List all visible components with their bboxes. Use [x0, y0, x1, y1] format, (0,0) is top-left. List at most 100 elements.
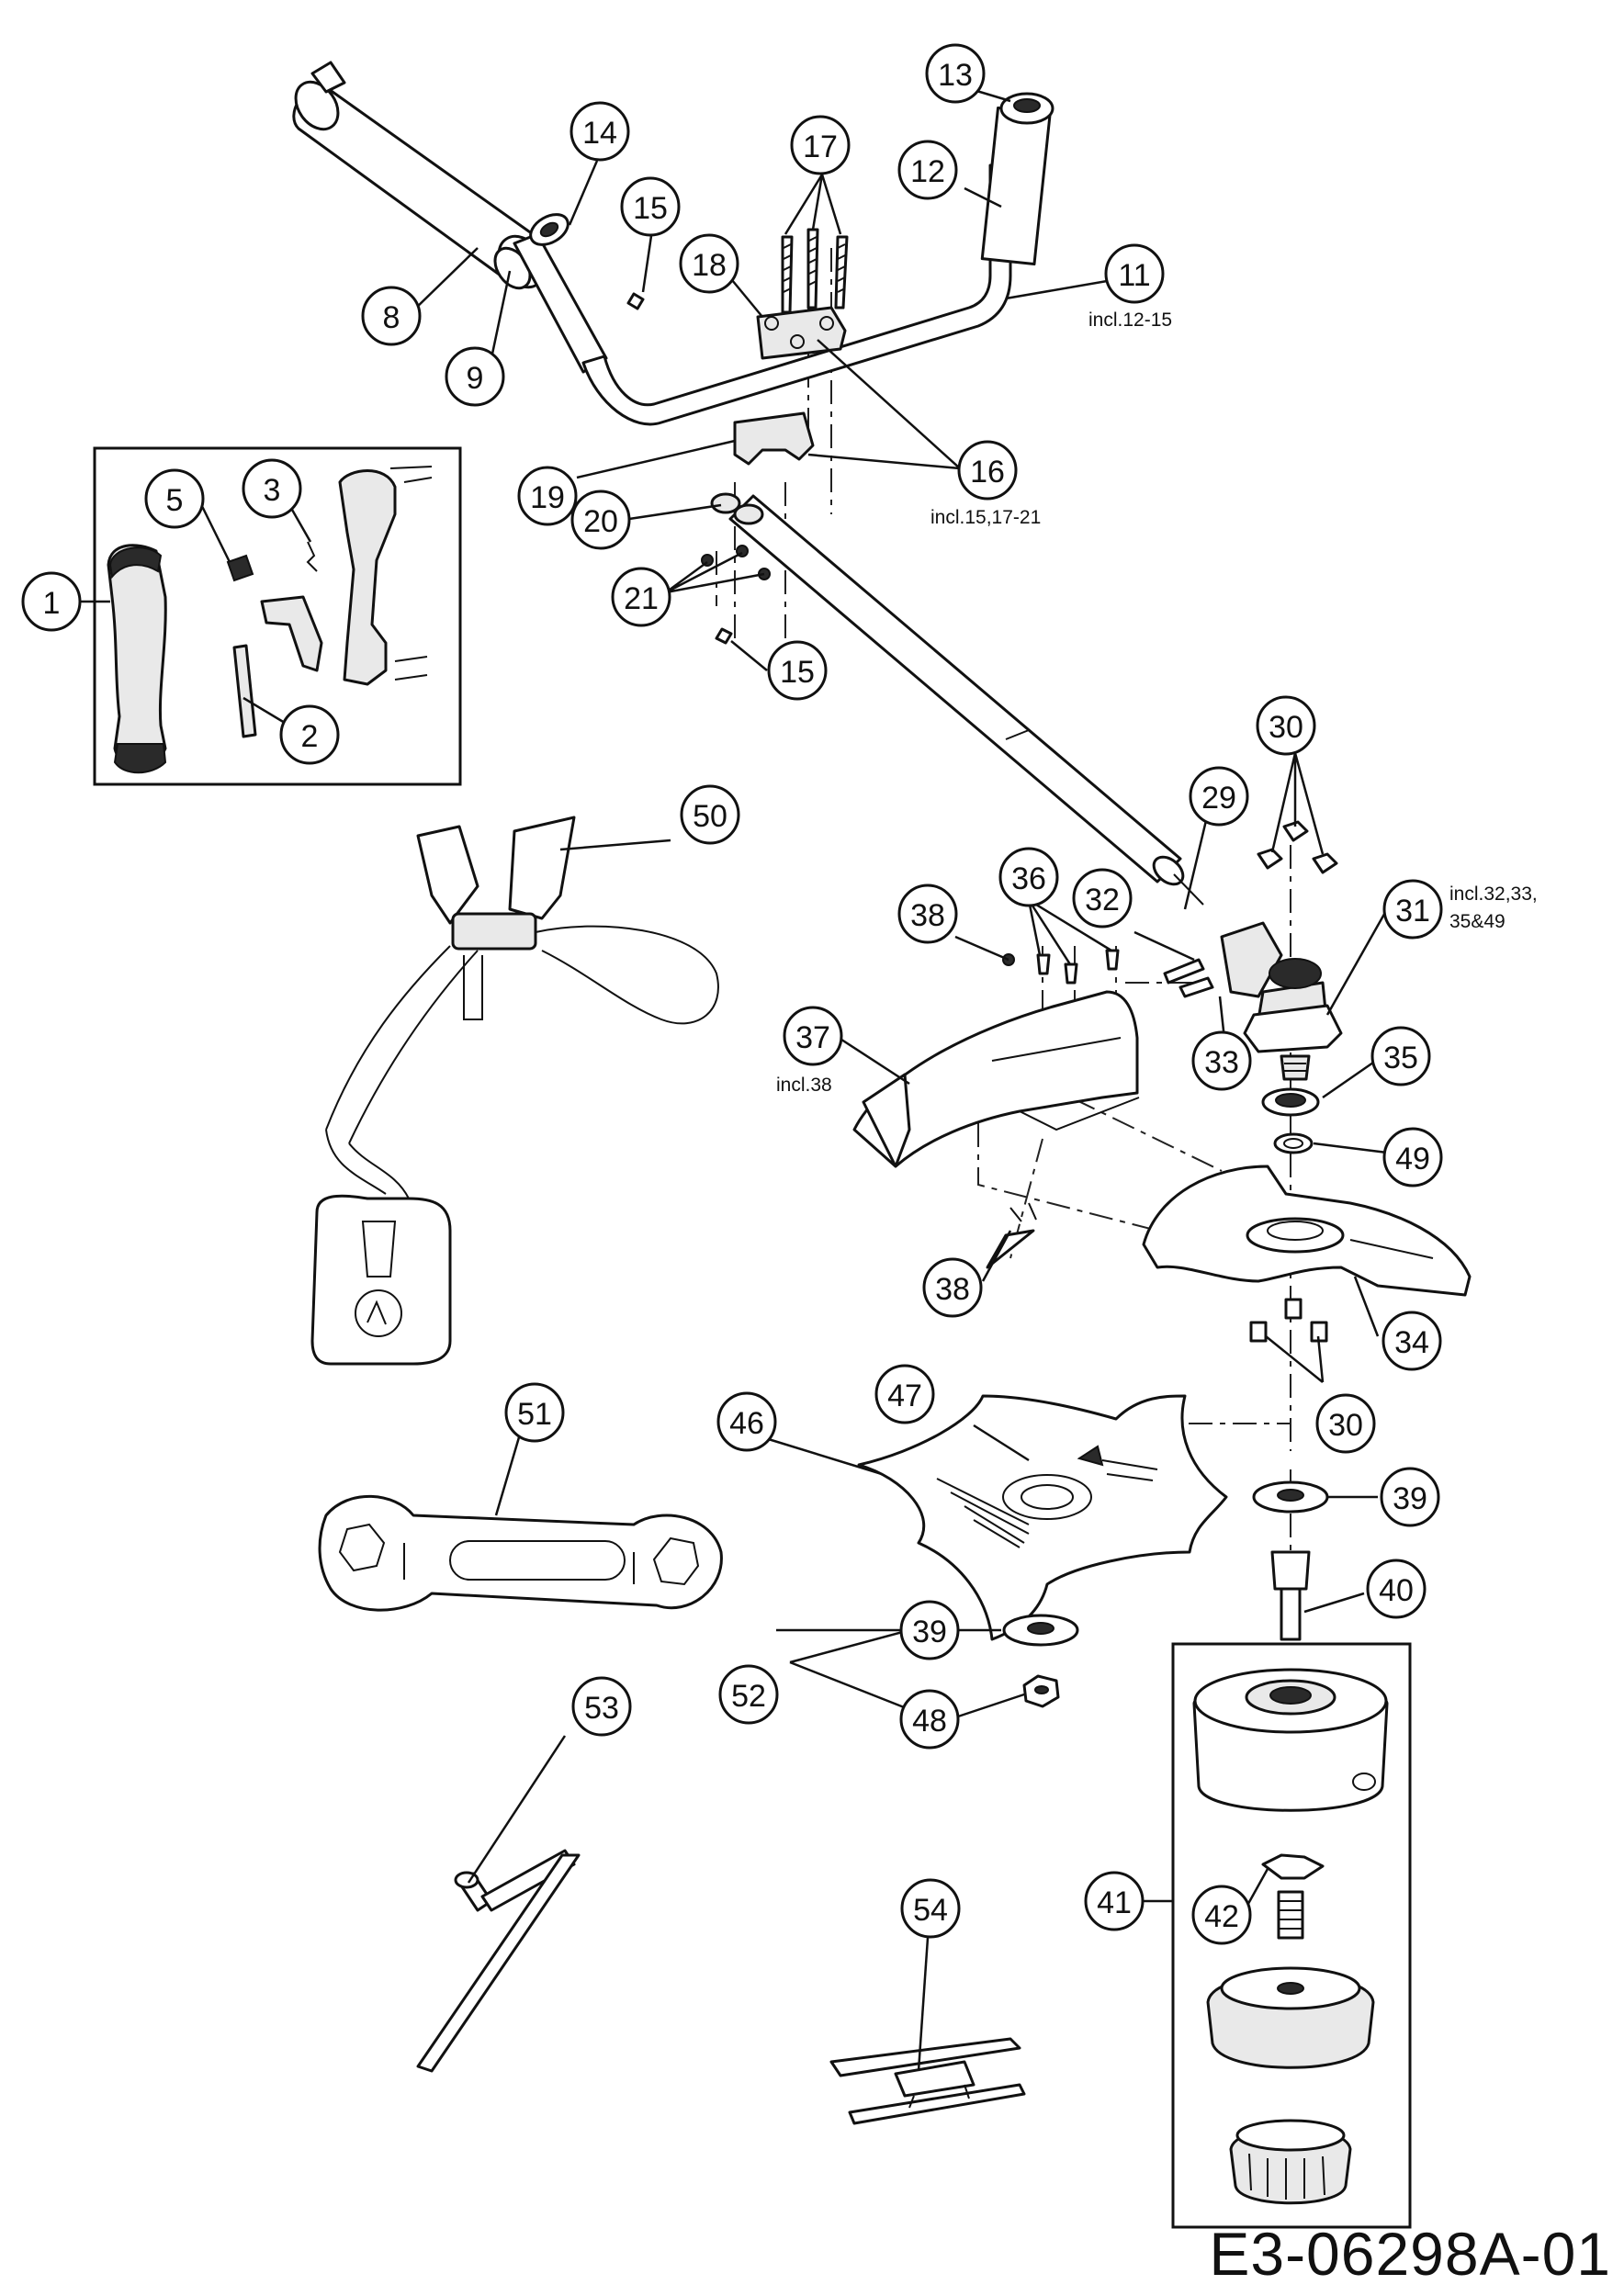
callout-48: 48: [899, 1689, 960, 1750]
callout-15-top: 15: [620, 176, 681, 237]
svg-text:41: 41: [1097, 1885, 1132, 1920]
svg-text:39: 39: [912, 1615, 947, 1649]
svg-text:18: 18: [692, 248, 727, 283]
svg-text:54: 54: [913, 1893, 948, 1928]
document-code: E3-06298A-01: [1209, 2220, 1611, 2288]
callout-11: 11: [1104, 243, 1165, 304]
callout-17: 17: [790, 115, 851, 175]
callout-42: 42: [1191, 1885, 1252, 1945]
svg-text:37: 37: [795, 1020, 830, 1055]
callout-12: 12: [897, 140, 958, 200]
callout-40: 40: [1366, 1559, 1427, 1619]
svg-text:38: 38: [935, 1272, 970, 1307]
callout-15-bottom: 15: [767, 640, 828, 701]
callout-2: 2: [279, 704, 340, 765]
svg-text:46: 46: [729, 1406, 764, 1441]
svg-text:48: 48: [912, 1704, 947, 1739]
callout-52: 52: [718, 1664, 779, 1725]
callout-30-top: 30: [1256, 695, 1316, 756]
guard-upper: [852, 949, 1140, 1269]
callout-41: 41: [1084, 1871, 1145, 1931]
callout-33: 33: [1191, 1030, 1252, 1091]
callout-9: 9: [445, 346, 505, 407]
throttle-handle-kit: [93, 446, 462, 786]
callout-13: 13: [925, 43, 986, 104]
callout-53: 53: [571, 1676, 632, 1737]
svg-text:16: 16: [970, 455, 1005, 490]
svg-text:15: 15: [633, 191, 668, 226]
svg-text:8: 8: [383, 300, 400, 335]
callout-8: 8: [361, 286, 422, 346]
svg-text:29: 29: [1201, 781, 1236, 816]
l-key-tool: [416, 1849, 581, 2073]
callout-5: 5: [144, 468, 205, 529]
callout-46: 46: [716, 1391, 777, 1452]
callout-21: 21: [611, 567, 671, 627]
svg-text:13: 13: [938, 58, 973, 93]
deflector-plate: [829, 2037, 1026, 2125]
note-incl-31-line1: incl.32,33,: [1449, 884, 1538, 905]
callout-39-left: 39: [899, 1600, 960, 1660]
callout-50: 50: [680, 784, 740, 845]
callouts: 1 2 3 5 8 9 11 12 13 14 15 15 16 17 18 1…: [21, 43, 1443, 1945]
callout-51: 51: [504, 1382, 565, 1443]
callout-47: 47: [874, 1364, 935, 1424]
svg-text:35: 35: [1383, 1041, 1418, 1075]
callout-1: 1: [21, 571, 82, 632]
callout-35: 35: [1370, 1026, 1431, 1086]
svg-text:21: 21: [624, 581, 659, 616]
cutting-blade: [857, 1394, 1228, 1641]
svg-text:49: 49: [1395, 1142, 1430, 1176]
gearhead-assembly: [1163, 820, 1343, 1154]
note-incl-16: incl.15,17-21: [930, 507, 1041, 528]
handlebar-assembly: [292, 61, 1054, 645]
svg-text:1: 1: [43, 586, 61, 621]
svg-text:31: 31: [1395, 894, 1430, 929]
callout-37: 37: [783, 1006, 843, 1066]
callout-36: 36: [998, 847, 1059, 907]
note-incl-31-line2: 35&49: [1449, 911, 1506, 932]
svg-text:2: 2: [301, 719, 319, 754]
callout-20: 20: [570, 490, 631, 550]
svg-text:50: 50: [693, 799, 727, 834]
svg-text:38: 38: [910, 898, 945, 933]
guard-lower: [1142, 1165, 1472, 1343]
notes: incl.12-15 incl.15,17-21 incl.32,33, 35&…: [776, 310, 1538, 1096]
callout-18: 18: [679, 233, 739, 294]
callout-16: 16: [957, 440, 1018, 501]
svg-text:11: 11: [1118, 258, 1150, 293]
svg-text:40: 40: [1379, 1573, 1414, 1608]
svg-text:3: 3: [264, 473, 281, 508]
svg-text:19: 19: [530, 480, 565, 515]
svg-text:42: 42: [1204, 1899, 1239, 1934]
note-incl-37: incl.38: [776, 1075, 832, 1096]
svg-text:52: 52: [731, 1679, 766, 1714]
svg-text:33: 33: [1204, 1045, 1239, 1080]
svg-text:53: 53: [584, 1691, 619, 1726]
callout-3: 3: [242, 458, 302, 519]
callout-34: 34: [1382, 1311, 1442, 1371]
svg-text:12: 12: [910, 154, 945, 189]
shoulder-harness: [310, 816, 719, 1366]
combination-wrench: [318, 1494, 723, 1612]
svg-text:30: 30: [1328, 1408, 1363, 1443]
svg-text:32: 32: [1085, 883, 1120, 917]
svg-text:9: 9: [467, 361, 484, 396]
callout-19: 19: [517, 466, 578, 526]
svg-text:20: 20: [583, 504, 618, 539]
svg-text:34: 34: [1394, 1325, 1429, 1360]
svg-text:17: 17: [803, 129, 838, 164]
callout-49: 49: [1382, 1127, 1443, 1187]
svg-text:5: 5: [166, 483, 184, 518]
callout-38-bottom: 38: [922, 1257, 983, 1318]
svg-text:39: 39: [1393, 1481, 1427, 1516]
svg-text:15: 15: [780, 655, 815, 690]
svg-text:47: 47: [887, 1379, 922, 1413]
blade-hardware: [1002, 1480, 1329, 1708]
callout-39-right: 39: [1380, 1467, 1440, 1527]
callout-30-bottom: 30: [1315, 1393, 1376, 1454]
svg-text:14: 14: [582, 116, 617, 151]
drive-shaft: [728, 494, 1204, 906]
svg-text:36: 36: [1011, 861, 1046, 896]
